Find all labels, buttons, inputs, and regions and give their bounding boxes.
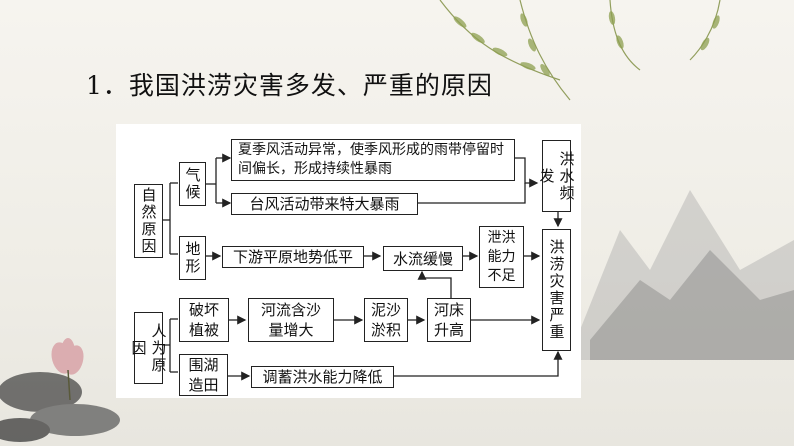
flood-frequent-box: 洪水频发 xyxy=(538,140,576,212)
natural-cause-box: 自然原因 xyxy=(134,184,163,258)
human-cause-box: 人为原因 xyxy=(130,312,168,384)
climate-box: 气候 xyxy=(179,162,206,206)
riverbed-box: 河床升高 xyxy=(427,298,471,342)
downstream-box: 下游平原地势低平 xyxy=(222,246,364,268)
slow-flow-box: 水流缓慢 xyxy=(383,246,463,271)
terrain-box: 地形 xyxy=(179,236,206,280)
silt-box: 泥沙淤积 xyxy=(364,298,408,342)
storage-box: 调蓄洪水能力降低 xyxy=(251,366,394,388)
page-title: 1．我国洪涝灾害多发、严重的原因 xyxy=(86,71,493,100)
vegetation-box: 破坏植被 xyxy=(179,298,229,342)
flood-disaster-box: 洪涝灾害严重 xyxy=(542,229,571,351)
monsoon-box: 夏季风活动异常，使季风形成的雨带停留时间偏长，形成持续性暴雨 xyxy=(231,139,515,181)
sediment-box: 河流含沙量增大 xyxy=(248,298,334,342)
typhoon-box: 台风活动带来特大暴雨 xyxy=(231,193,418,215)
drainage-box: 泄洪能力不足 xyxy=(479,226,524,288)
reclaim-box: 围湖造田 xyxy=(179,354,228,396)
